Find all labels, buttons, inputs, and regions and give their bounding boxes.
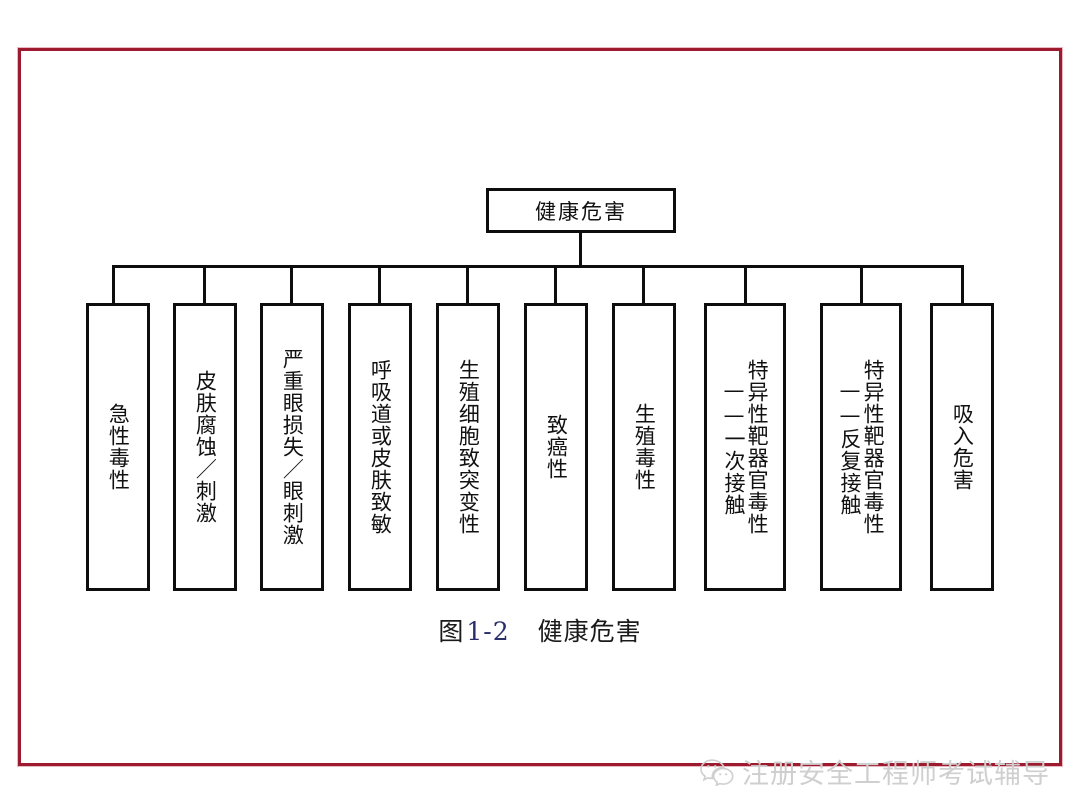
leaf-node-8: 特异性靶器官毒性——一次接触 xyxy=(704,303,786,591)
leaf-node-5: 生殖细胞致突变性 xyxy=(436,303,500,591)
connector-drop-4 xyxy=(378,265,381,305)
root-node-label: 健康危害 xyxy=(535,199,627,224)
connector-drop-7 xyxy=(642,265,645,305)
caption-prefix: 图 xyxy=(438,617,465,646)
leaf-node-5-label: 生殖细胞致突变性 xyxy=(456,359,481,535)
leaf-node-2: 皮肤腐蚀／刺激 xyxy=(173,303,237,591)
connector-drop-9 xyxy=(860,265,863,305)
leaf-node-8-label: 特异性靶器官毒性——一次接触 xyxy=(722,359,770,535)
watermark-footer: 注册安全工程师考试辅导 xyxy=(700,752,1050,791)
leaf-node-1-label: 急性毒性 xyxy=(106,403,131,491)
caption-number: 1-2 xyxy=(466,617,510,646)
leaf-node-2-label: 皮肤腐蚀／刺激 xyxy=(193,370,218,524)
wechat-icon xyxy=(700,758,734,786)
connector-horizontal-bus xyxy=(113,265,962,268)
diagram-root-node: 健康危害 xyxy=(486,188,676,233)
leaf-node-6: 致癌性 xyxy=(524,303,588,591)
connector-drop-8 xyxy=(744,265,747,305)
leaf-node-9-label: 特异性靶器官毒性——反复接触 xyxy=(838,359,886,535)
leaf-node-10: 吸入危害 xyxy=(930,303,994,591)
connector-drop-2 xyxy=(203,265,206,305)
connector-drop-6 xyxy=(554,265,557,305)
connector-drop-1 xyxy=(112,265,115,305)
connector-drop-5 xyxy=(466,265,469,305)
leaf-node-7-label: 生殖毒性 xyxy=(632,403,657,491)
connector-drop-3 xyxy=(290,265,293,305)
caption-title: 健康危害 xyxy=(537,617,642,646)
leaf-node-10-label: 吸入危害 xyxy=(950,403,975,491)
connector-drop-10 xyxy=(961,265,964,305)
leaf-node-1: 急性毒性 xyxy=(86,303,150,591)
leaf-node-9: 特异性靶器官毒性——反复接触 xyxy=(820,303,902,591)
leaf-node-3-label: 严重眼损失／眼刺激 xyxy=(280,348,305,546)
connector-root-drop xyxy=(579,232,582,268)
figure-caption: 图1-2 健康危害 xyxy=(0,612,1080,648)
watermark-text: 注册安全工程师考试辅导 xyxy=(742,759,1050,790)
leaf-node-3: 严重眼损失／眼刺激 xyxy=(260,303,324,591)
leaf-node-6-label: 致癌性 xyxy=(544,414,569,480)
leaf-node-4-label: 呼吸道或皮肤致敏 xyxy=(368,359,393,535)
leaf-node-7: 生殖毒性 xyxy=(612,303,676,591)
leaf-node-4: 呼吸道或皮肤致敏 xyxy=(348,303,412,591)
